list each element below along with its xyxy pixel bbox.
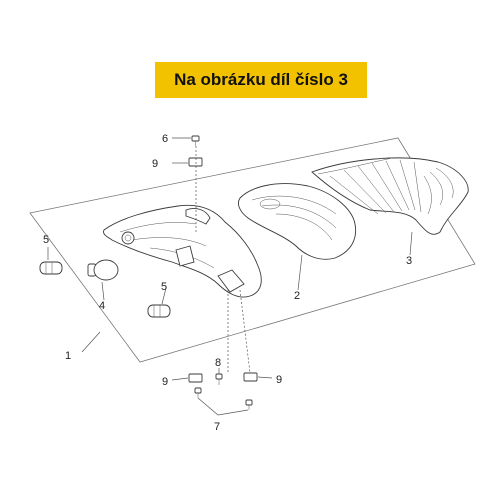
callout-3: 3 xyxy=(406,255,412,267)
outer-lens-part-3 xyxy=(311,157,469,235)
bulb-socket-part-5a xyxy=(39,261,63,275)
clip-part-9a xyxy=(188,157,203,167)
reflector-lens-part-2 xyxy=(237,183,357,260)
screw-part-8 xyxy=(215,373,223,385)
callout-2: 2 xyxy=(294,290,300,302)
bulb-part-4 xyxy=(87,259,119,281)
screw-part-7b xyxy=(245,399,253,410)
callout-1: 1 xyxy=(65,350,71,362)
callout-9a: 9 xyxy=(152,158,158,170)
callout-5a: 5 xyxy=(43,234,49,246)
part-number-banner: Na obrázku díl číslo 3 xyxy=(155,62,367,98)
leader-lines xyxy=(47,137,413,416)
callout-7: 7 xyxy=(214,421,220,433)
callout-9b: 9 xyxy=(162,376,168,388)
assembly-axis-lower-right xyxy=(239,289,251,374)
bulb-socket-part-5b xyxy=(147,304,171,318)
housing-part-1 xyxy=(103,204,262,298)
callout-8: 8 xyxy=(215,357,221,369)
clip-part-9b xyxy=(188,373,203,383)
callout-5b: 5 xyxy=(161,281,167,293)
screw-part-6 xyxy=(191,135,200,146)
assembly-plate-outline xyxy=(29,137,476,363)
screw-part-7a xyxy=(194,387,202,398)
clip-part-9c xyxy=(243,372,258,382)
callout-6: 6 xyxy=(162,133,168,145)
callout-4: 4 xyxy=(99,300,105,312)
callout-9c: 9 xyxy=(276,374,282,386)
